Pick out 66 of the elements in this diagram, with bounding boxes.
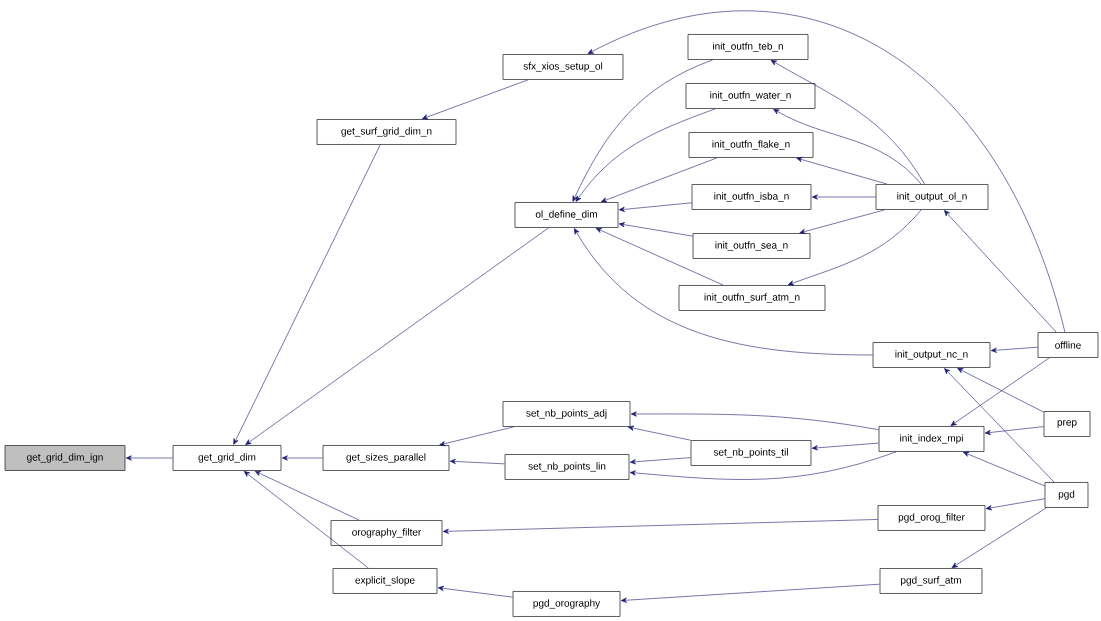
- function-box: init_output_ol_n: [875, 184, 989, 210]
- arrow: [944, 368, 1055, 483]
- function-box: pgd_orography: [512, 591, 621, 617]
- arrow: [442, 519, 878, 534]
- function-box: get_sizes_parallel: [322, 445, 450, 471]
- function-box: get_grid_dim: [172, 445, 282, 471]
- function-box: pgd_surf_atm: [879, 568, 983, 594]
- arrow: [574, 228, 873, 356]
- arrow: [575, 108, 716, 202]
- arrow: [439, 426, 514, 447]
- arrow: [787, 209, 922, 286]
- function-box: init_index_mpi: [878, 426, 985, 452]
- function-box: get_grid_dim_ign: [4, 445, 126, 471]
- function-box: pgd: [1044, 482, 1089, 508]
- arrow: [799, 209, 885, 234]
- function-box: set_nb_points_til: [690, 440, 812, 466]
- arrow: [630, 411, 879, 430]
- arrow: [796, 157, 888, 185]
- arrow: [985, 498, 1045, 511]
- arrow: [243, 471, 369, 569]
- arrow: [125, 455, 173, 461]
- arrow: [254, 470, 360, 521]
- function-box: offline: [1037, 332, 1099, 358]
- function-box: init_outfn_surf_atm_n: [678, 285, 826, 311]
- function-box: get_surf_grid_dim_n: [316, 119, 457, 145]
- arrow: [950, 357, 1050, 426]
- arrow: [421, 79, 529, 120]
- function-box: orography_filter: [330, 520, 443, 546]
- function-box: init_outfn_isba_n: [691, 184, 812, 210]
- function-box: set_nb_points_lin: [504, 454, 630, 480]
- arrow: [437, 585, 513, 598]
- arrow: [951, 507, 1047, 568]
- arrow: [618, 202, 692, 212]
- function-box: ol_define_dim: [514, 202, 619, 228]
- function-box: explicit_slope: [332, 568, 438, 594]
- function-box: sfx_xios_setup_ol: [502, 54, 624, 80]
- arrow: [963, 451, 1045, 487]
- arrow: [572, 59, 713, 202]
- arrow: [245, 227, 549, 445]
- function-box: init_outfn_flake_n: [688, 132, 814, 158]
- arrow: [600, 157, 718, 203]
- arrow: [957, 367, 1044, 413]
- arrow: [587, 10, 1066, 333]
- arrow: [984, 426, 1044, 436]
- arrow: [281, 455, 323, 461]
- function-box: init_output_nc_n: [872, 342, 991, 368]
- function-box: init_outfn_teb_n: [687, 34, 809, 60]
- function-box: prep: [1043, 411, 1091, 437]
- arrow: [990, 346, 1038, 353]
- function-box: init_outfn_water_n: [685, 83, 816, 109]
- arrow: [773, 108, 922, 185]
- arrow: [618, 222, 693, 237]
- function-box: set_nb_points_adj: [502, 401, 631, 427]
- arrow: [944, 210, 1057, 333]
- arrow: [811, 442, 879, 451]
- arrow: [629, 457, 691, 465]
- arrow: [233, 144, 381, 445]
- arrow: [770, 59, 925, 185]
- function-box: pgd_orog_filter: [877, 505, 986, 531]
- arrow: [627, 425, 691, 441]
- arrow: [629, 451, 897, 480]
- arrow: [449, 458, 505, 465]
- arrow: [595, 227, 724, 286]
- arrow: [811, 194, 876, 200]
- function-box: init_outfn_sea_n: [692, 233, 811, 259]
- arrow: [620, 583, 880, 603]
